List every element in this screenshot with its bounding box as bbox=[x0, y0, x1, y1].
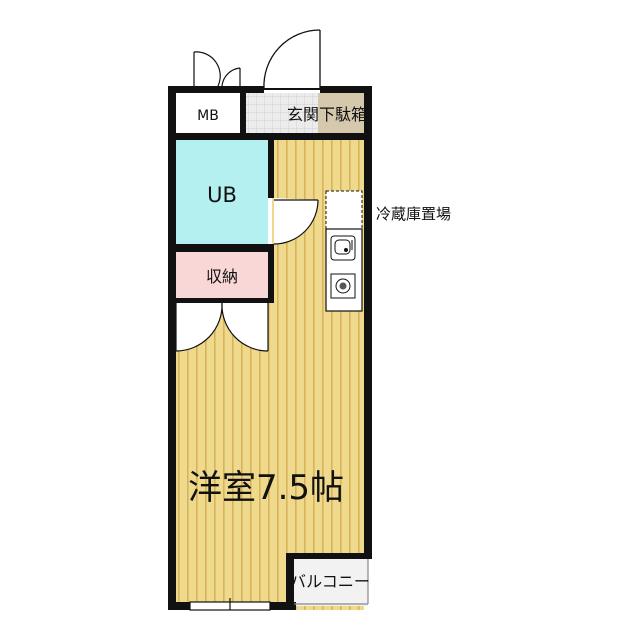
entrance-label: 玄関 bbox=[287, 105, 319, 124]
storage-floor bbox=[176, 252, 268, 300]
unit-bath-floor bbox=[176, 140, 268, 244]
balcony-railing bbox=[294, 559, 369, 605]
sink-icon bbox=[330, 235, 356, 261]
entrance-floor bbox=[246, 93, 318, 137]
balcony-floor bbox=[290, 558, 368, 606]
mb-label: MB bbox=[197, 108, 219, 124]
fridge-space bbox=[325, 190, 363, 230]
balcony-label: バルコニー bbox=[290, 572, 370, 591]
stove-icon bbox=[330, 273, 356, 299]
entry-door-swing-icon bbox=[263, 29, 321, 90]
closet-double-door-icon bbox=[175, 302, 269, 352]
western-room-floor-lower bbox=[176, 300, 286, 610]
shoe-box-label: 下駄箱 bbox=[319, 105, 367, 124]
kitchen-counter bbox=[325, 228, 363, 312]
bottom-window bbox=[189, 598, 271, 611]
fridge-space-label: 冷蔵庫置場 bbox=[376, 205, 451, 223]
bath-door-swing-icon bbox=[273, 198, 319, 245]
western-room-label: 洋室7.5帖 bbox=[188, 468, 344, 508]
storage-label: 収納 bbox=[206, 267, 238, 286]
unit-bath-label: UB bbox=[207, 183, 237, 207]
shoe-box bbox=[318, 93, 364, 137]
mb-floor bbox=[176, 93, 240, 136]
interior-walls bbox=[176, 93, 372, 303]
exterior-walls bbox=[168, 86, 372, 610]
mb-double-door-icon bbox=[193, 51, 241, 87]
